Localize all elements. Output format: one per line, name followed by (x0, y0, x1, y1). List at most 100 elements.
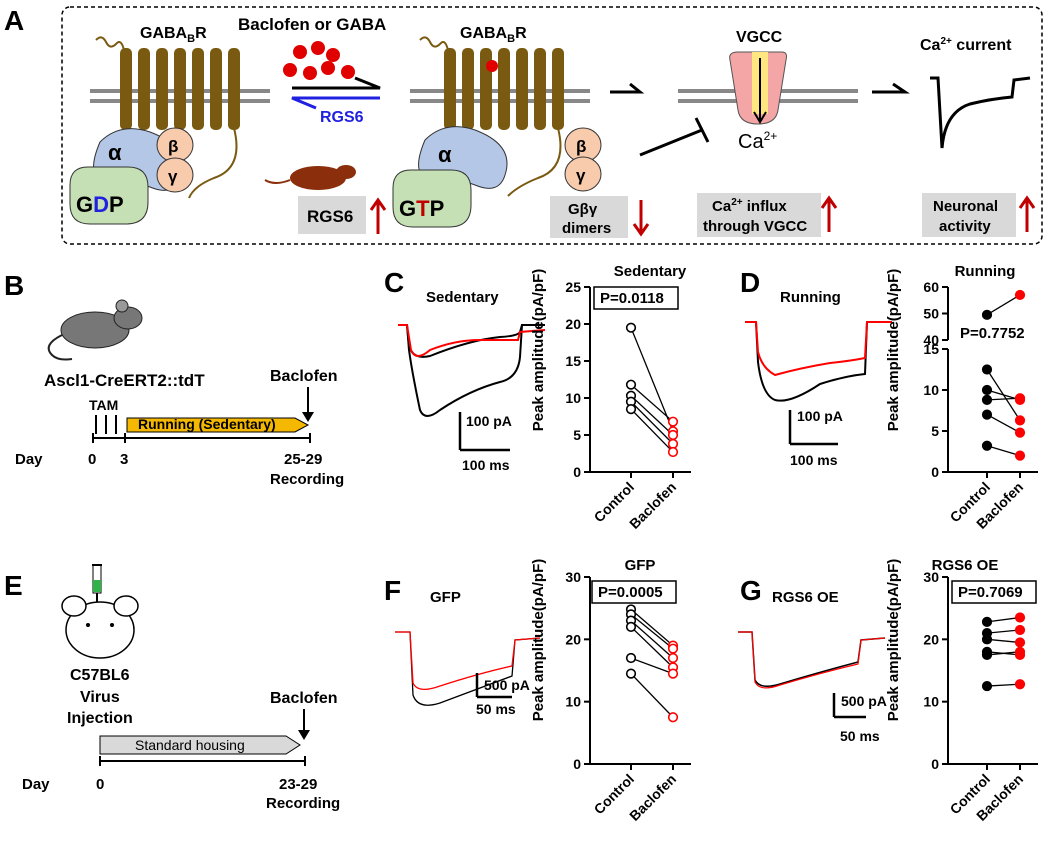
p-value: P=0.7752 (960, 325, 1025, 342)
trace-c-control-large (398, 324, 545, 417)
pair-line (986, 294, 1021, 316)
baclofen-point (667, 446, 679, 458)
p-value-box (951, 580, 1037, 604)
mouse-label-e: C57BL6 (70, 667, 130, 684)
baclofen-point (667, 668, 679, 679)
p-value-box (593, 286, 679, 310)
y-tick-label: 30 (565, 569, 581, 585)
gbg-box (550, 196, 628, 238)
trace-title-d: Running (780, 289, 841, 306)
control-point (625, 379, 637, 390)
recording-label-b: Recording (270, 471, 344, 488)
baclofen-point (1014, 427, 1026, 438)
trace-c-baclofen (398, 324, 546, 357)
timeline-bar-label-b: Running (Sedentary) (138, 416, 276, 432)
gamma-label-right: γ (576, 166, 586, 185)
y-tick-label: 15 (565, 353, 581, 369)
control-point (981, 384, 993, 396)
trace-title-g: RGS6 OE (772, 589, 839, 606)
rgs6-box-label: RGS6 (307, 207, 353, 226)
gbg-box-line1: Gβγ (568, 201, 598, 218)
bound-ligand (486, 60, 498, 72)
panel-label-f: F (384, 575, 401, 606)
y-axis-label: Peak amplitude(pA/pF) (530, 559, 547, 722)
neuro-box-line1: Neuronal (933, 198, 998, 215)
x-tick-label: Baclofen (626, 479, 679, 532)
trace-d-control (745, 321, 892, 402)
panel-label-e: E (4, 570, 23, 601)
mouse-label-b: Ascl1-CreERT2::tdT (44, 371, 205, 390)
baclofen-point (1014, 450, 1026, 461)
scalebar-c (458, 412, 510, 452)
rgs6-box (298, 196, 366, 234)
pair-line (630, 613, 674, 650)
ligand-dots (283, 41, 355, 80)
gdp-shape (69, 166, 149, 225)
neuro-up-arrow-icon (1018, 195, 1036, 232)
day-label-b: Day (15, 451, 43, 468)
baclofen-point (1014, 679, 1026, 690)
pair-line (630, 673, 674, 718)
p-value: P=0.0005 (598, 584, 663, 601)
trace-g-baclofen (738, 631, 886, 689)
scale-x-c: 100 ms (462, 457, 510, 473)
day-tick-b-1: 3 (120, 451, 128, 468)
control-point (625, 404, 637, 415)
y-axis-label: Peak amplitude(pA/pF) (885, 559, 902, 722)
pair-line (630, 626, 674, 668)
timeline-bar-b (126, 417, 310, 433)
recording-label-e: Recording (266, 795, 340, 812)
influx-up-arrow-icon (820, 195, 838, 232)
pair-line (986, 616, 1021, 623)
pair-line (986, 445, 1021, 457)
day-tick-b-0: 0 (88, 451, 96, 468)
influx-box-line2: through VGCC (703, 218, 807, 235)
neuro-box-line2: activity (939, 218, 991, 235)
baclofen-point (1014, 612, 1026, 623)
y-tick-label: 25 (565, 279, 581, 295)
gtp-label: GTP (399, 196, 444, 221)
baclofen-point (667, 416, 679, 427)
rat-icon (264, 165, 356, 190)
gamma-subunit-right (564, 156, 602, 192)
influx-box (697, 193, 821, 237)
beta-label-right: β (576, 137, 586, 156)
scale-y-c: 100 pA (466, 413, 512, 429)
tam-label: TAM (89, 397, 118, 413)
trace-title-f: GFP (430, 589, 461, 606)
influx-box-line1: Ca2+ influx (712, 197, 787, 215)
y-tick-label: 50 (923, 306, 939, 322)
scale-y-d: 100 pA (797, 408, 843, 424)
pair-line (630, 384, 674, 423)
pair-line (986, 414, 1021, 434)
control-point (625, 652, 637, 664)
trace-f-control (395, 631, 541, 706)
control-point (981, 440, 993, 451)
pair-line (986, 638, 1021, 644)
pair-line (630, 395, 674, 436)
baclofen-point (1014, 393, 1026, 404)
baclofen-point (667, 652, 679, 664)
syringe-icon (92, 564, 102, 606)
gtp-shape (392, 169, 472, 228)
gbg-box-line2: dimers (562, 220, 611, 237)
ca-ion-label: Ca2+ (738, 129, 777, 153)
control-point (981, 616, 993, 627)
p-value: P=0.0118 (600, 290, 664, 307)
baclofen-point (1014, 646, 1026, 657)
arrow-to-vgcc (610, 82, 645, 94)
y-tick-label: 10 (923, 382, 939, 398)
panel-a-frame (61, 6, 1043, 245)
scalebar-g (832, 693, 866, 719)
paired-plot-c: 0510152025ControlBaclofenSedentaryP=0.01… (530, 263, 691, 532)
y-axis-label: Peak amplitude(pA/pF) (530, 269, 547, 432)
gamma-label-left: γ (168, 167, 178, 186)
control-point (981, 394, 993, 405)
control-point (981, 409, 993, 420)
baclofen-point (1014, 415, 1026, 426)
panel-label-d: D (740, 267, 760, 298)
pair-line (986, 683, 1021, 687)
baclofen-point (1014, 624, 1026, 636)
scalebar-f (475, 673, 512, 699)
